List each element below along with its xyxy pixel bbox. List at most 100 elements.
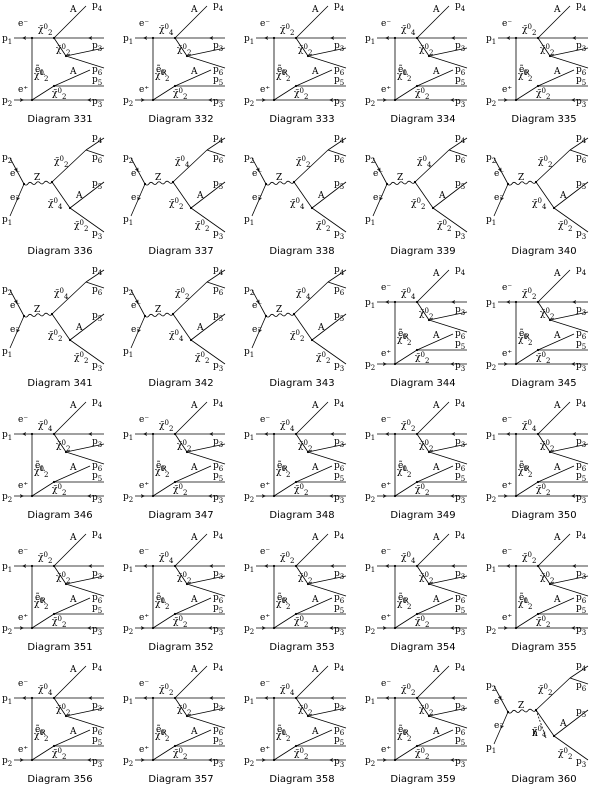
neutralino-label: χ̃02 [538, 683, 552, 697]
neutralino-label: χ̃02 [175, 287, 189, 301]
photon-label: A [432, 727, 440, 737]
propagator-line [448, 149, 468, 157]
neutralino-label: χ̃02 [518, 69, 532, 83]
propagator-line [311, 181, 347, 209]
positron-label: e⁺ [381, 85, 391, 95]
arrow-marker [135, 299, 139, 304]
p2-label: p2 [123, 492, 133, 504]
neutralino-label: χ̃02 [294, 615, 308, 629]
p2-label: p2 [365, 492, 375, 504]
electron-label: e⁻ [502, 547, 512, 557]
neutralino-label: χ̃02 [536, 483, 550, 497]
propagator-line [428, 47, 468, 57]
neutralino-label: χ̃02 [558, 219, 572, 233]
propagator-line [293, 181, 313, 209]
selectron-label: ẽL [35, 460, 45, 473]
p3-label: p3 [455, 757, 465, 769]
p1-label: p1 [2, 694, 12, 706]
propagator-line [553, 709, 589, 737]
p1-label: p1 [2, 215, 12, 227]
propagator-line [65, 575, 105, 585]
electron-label: e⁻ [381, 19, 391, 29]
p3-label: p3 [334, 361, 344, 373]
propagator-line [535, 149, 571, 183]
z-boson-line [23, 312, 53, 318]
propagator-line [416, 5, 450, 39]
p1-label: p1 [2, 34, 12, 46]
neutralino-label: χ̃02 [397, 597, 411, 611]
photon-label: A [553, 67, 561, 77]
propagator-line [186, 583, 226, 597]
p4-label: p4 [213, 133, 224, 145]
p6-label: p6 [92, 593, 103, 605]
p6-label: p6 [213, 461, 224, 473]
z-label: Z [276, 173, 282, 183]
arrow-marker [382, 758, 387, 762]
propagator-line [553, 207, 589, 233]
propagator-line [273, 85, 297, 101]
electron-label: e⁻ [10, 325, 20, 335]
arrow-marker [572, 36, 577, 40]
p5-label: p5 [213, 735, 223, 747]
z-label: Z [155, 173, 161, 183]
propagator-line [152, 481, 176, 497]
p2-label: p2 [123, 756, 133, 768]
propagator-line [416, 665, 450, 699]
p6-label: p6 [334, 285, 345, 297]
propagator-line [85, 137, 105, 151]
p3-label: p3 [213, 757, 223, 769]
vertex-dot [264, 314, 268, 318]
vertex-dot [22, 314, 26, 318]
propagator-line [273, 481, 297, 497]
p3-label: p3 [213, 625, 223, 637]
neutralino-label: χ̃02 [173, 747, 187, 761]
propagator-line [416, 597, 454, 615]
propagator-line [515, 481, 539, 497]
photon-label: A [553, 331, 561, 341]
p5-label: p5 [92, 735, 102, 747]
photon-label: A [432, 595, 440, 605]
propagator-line [172, 149, 208, 183]
propagator-line [65, 55, 105, 69]
arrow-marker [382, 362, 387, 366]
photon-label: A [311, 533, 319, 543]
neutralino-label: χ̃02 [38, 551, 52, 565]
electron-label: e⁻ [139, 19, 149, 29]
p3-label: p3 [213, 41, 223, 53]
neutralino-label: χ̃02 [54, 155, 68, 169]
propagator-line [69, 181, 105, 209]
propagator-line [553, 181, 589, 209]
vertex-dot [22, 182, 26, 186]
p6-label: p6 [213, 285, 224, 297]
arrow-marker [88, 564, 93, 568]
propagator-line [307, 707, 347, 717]
diagram-caption: Diagram 359 [390, 774, 455, 785]
propagator-line [174, 69, 212, 87]
propagator-line [186, 575, 226, 585]
p2-label: p2 [365, 360, 375, 372]
propagator-line [394, 349, 418, 365]
p1-label: p1 [486, 430, 496, 442]
propagator-line [515, 85, 539, 101]
p4-label: p4 [334, 529, 345, 541]
propagator-line [295, 465, 333, 483]
p1-label: p1 [365, 215, 375, 227]
photon-label: A [311, 463, 319, 473]
positron-label: e⁺ [502, 613, 512, 623]
arrow-marker [256, 299, 260, 304]
electron-label: e⁻ [373, 193, 383, 203]
p2-label: p2 [486, 624, 496, 636]
neutralino-label: χ̃02 [536, 351, 550, 365]
propagator-line [172, 181, 192, 209]
photon-label: A [559, 191, 567, 201]
selectron-label: ẽL [277, 724, 287, 737]
neutralino-label: χ̃02 [298, 703, 312, 717]
arrow-marker [450, 494, 455, 498]
p3-label: p3 [576, 41, 586, 53]
p2-label: p2 [2, 96, 12, 108]
p2-label: p2 [123, 624, 133, 636]
